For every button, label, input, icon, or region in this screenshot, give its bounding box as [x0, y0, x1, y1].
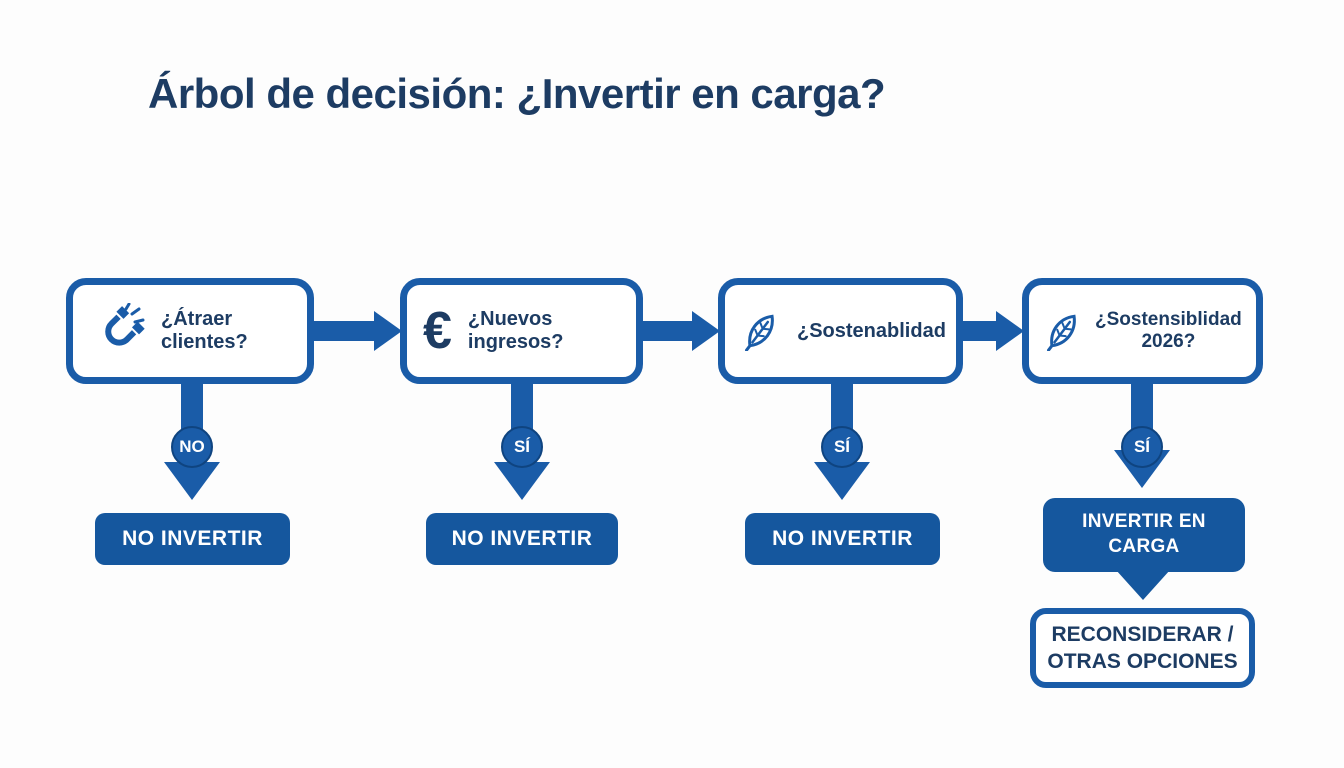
right-arrow-head	[996, 311, 1024, 351]
decision-node-atraer-clientes: ¿Átraer clientes?	[66, 278, 314, 384]
magnet-icon	[89, 303, 145, 359]
question-line: ¿Átraer	[161, 308, 233, 330]
question-line: ingresos?	[467, 331, 564, 353]
outcome-invertir-en-carga: INVERTIR EN CARGA	[1043, 498, 1245, 572]
outcome-line: INVERTIR EN	[1082, 511, 1206, 533]
page-title: Árbol de decisión: ¿Invertir en carga?	[148, 70, 886, 117]
outcome-no-invertir: NO INVERTIR	[426, 513, 618, 565]
question-line: clientes?	[161, 331, 248, 353]
question-line: ¿Sostenablidad	[797, 319, 946, 342]
outcome-line: OTRAS OPCIONES	[1047, 650, 1238, 673]
question-line: ¿Sostensiblidad	[1095, 309, 1242, 331]
leaf-icon	[741, 311, 781, 351]
right-arrow-shaft	[638, 321, 694, 341]
question-text: ¿Átraer clientes?	[161, 308, 248, 354]
right-arrow-head	[692, 311, 720, 351]
down-pointer-tail	[1116, 570, 1170, 600]
decision-node-nuevos-ingresos: € ¿Nuevos ingresos?	[400, 278, 643, 384]
question-line: 2026?	[1141, 331, 1196, 352]
decision-node-sostenibilidad: ¿Sostenablidad	[718, 278, 963, 384]
question-text: ¿Nuevos ingresos?	[468, 308, 564, 354]
question-text: ¿Sostenablidad	[797, 320, 946, 343]
outcome-no-invertir: NO INVERTIR	[745, 513, 940, 565]
down-arrow-head	[814, 462, 870, 500]
right-arrow-shaft	[958, 321, 998, 341]
question-line: ¿Nuevos	[467, 308, 553, 330]
question-text: ¿Sostensiblidad 2026?	[1095, 309, 1242, 353]
answer-badge-si: SÍ	[1121, 426, 1163, 468]
outcome-no-invertir: NO INVERTIR	[95, 513, 290, 565]
leaf-icon	[1043, 311, 1083, 351]
right-arrow-head	[374, 311, 402, 351]
outcome-reconsiderar-otras-opciones: RECONSIDERAR / OTRAS OPCIONES	[1030, 608, 1255, 688]
right-arrow-shaft	[308, 321, 376, 341]
down-arrow-head	[164, 462, 220, 500]
answer-badge-si: SÍ	[501, 426, 543, 468]
outcome-line: CARGA	[1108, 536, 1180, 557]
answer-badge-no: NO	[171, 426, 213, 468]
decision-node-sostenibilidad-2026: ¿Sostensiblidad 2026?	[1022, 278, 1263, 384]
outcome-line: RECONSIDERAR /	[1051, 622, 1234, 646]
down-arrow-head	[494, 462, 550, 500]
answer-badge-si: SÍ	[821, 426, 863, 468]
euro-icon: €	[423, 302, 452, 360]
